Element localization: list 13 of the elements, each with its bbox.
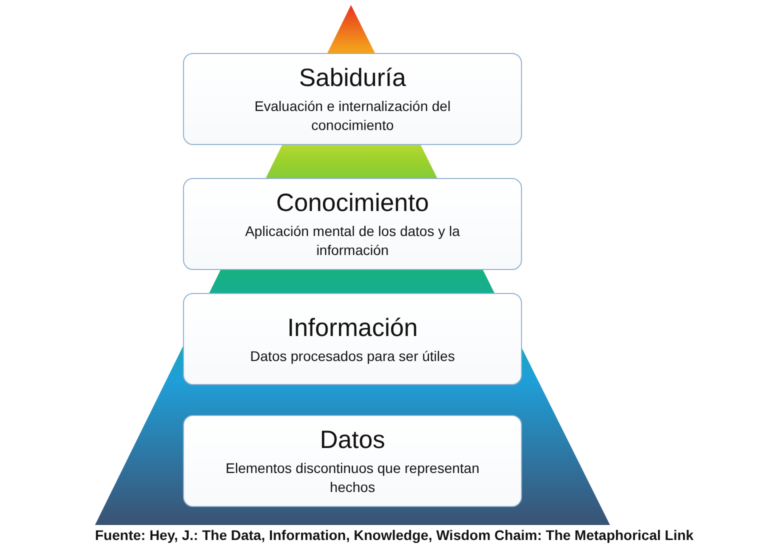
level-box [183, 178, 522, 270]
level-title: Información [287, 312, 418, 343]
level-title: Datos [320, 425, 386, 456]
level-description: Datos procesados para ser útiles [250, 346, 455, 366]
level-box [183, 53, 522, 145]
level-title: Conocimiento [276, 188, 429, 218]
level-box [183, 415, 522, 507]
level-box [183, 293, 522, 385]
level-description: Elementos discontinuos que representan hechos [224, 459, 480, 497]
source-caption: Fuente: Hey, J.: The Data, Information, Knowledge, Wisdom Chaim: The Metaphorical Link [95, 527, 694, 543]
level-description: Aplicación mental de los datos y la información [244, 222, 461, 260]
level-title: Sabiduría [298, 63, 406, 94]
level-description: Evaluación e internalización del conocimiento [253, 97, 452, 135]
